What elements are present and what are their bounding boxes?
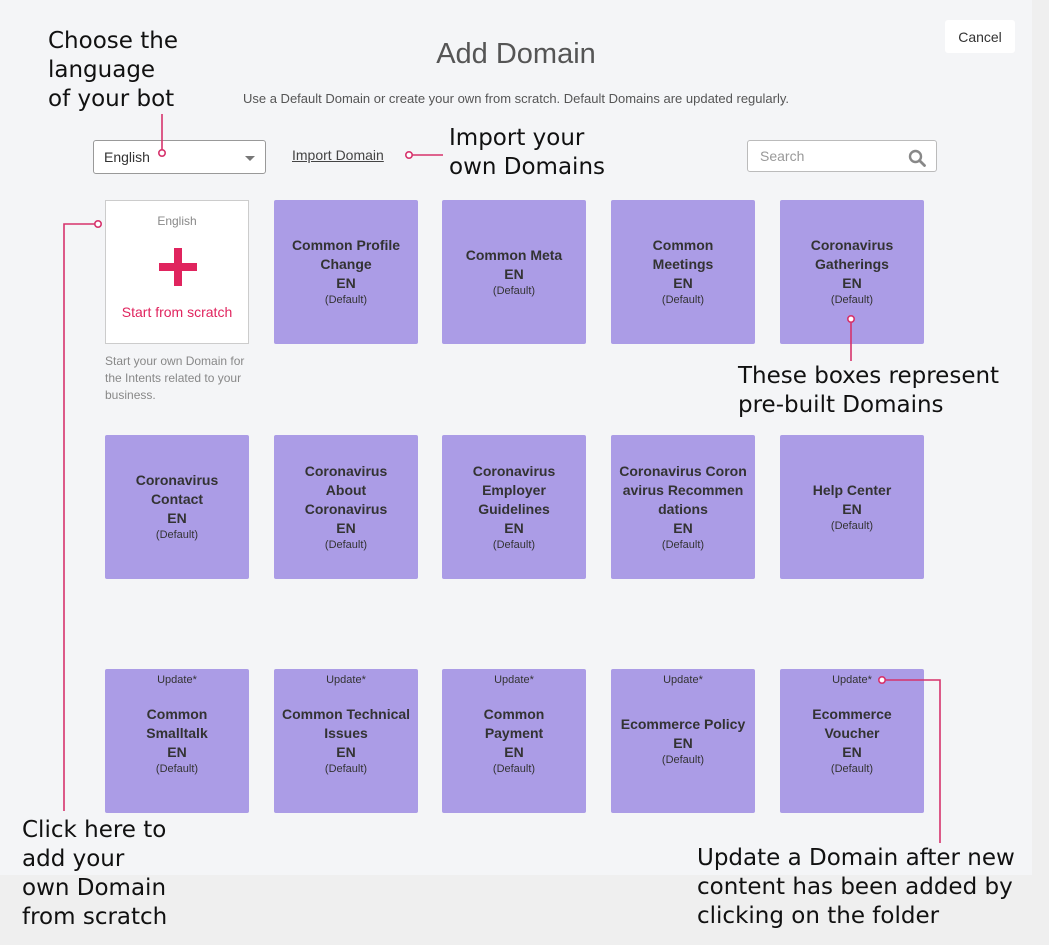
domain-default-label: (Default): [661, 538, 705, 551]
scratch-language: English: [157, 214, 197, 228]
add-domain-dialog: Cancel Add Domain Use a Default Domain o…: [93, 20, 1015, 813]
domain-default-label: (Default): [155, 529, 199, 541]
domain-default-label: (Default): [492, 763, 536, 775]
domain-tile[interactable]: Update* Ecommerce Voucher EN (Default): [780, 669, 924, 813]
annotation-boxes: These boxes represent pre-built Domains: [738, 363, 1000, 418]
domain-tile[interactable]: Coronavirus Contact EN (Default): [105, 435, 249, 579]
domain-tile[interactable]: Update* Common Technical Issues EN (Defa…: [274, 669, 418, 813]
domain-name: Common Payment: [483, 706, 545, 741]
domain-default-label: (Default): [324, 763, 368, 775]
domain-tile[interactable]: Coronavirus Coronavirus Recommendations …: [611, 435, 755, 579]
domain-language: EN: [167, 510, 187, 526]
domain-name: Coronavirus Gatherings: [810, 237, 894, 272]
domain-language: EN: [336, 519, 356, 536]
domain-name: Coronavirus Coronavirus Recommendations: [619, 462, 747, 517]
domain-language: EN: [504, 265, 524, 282]
scratch-description: Start your own Domain for the Intents re…: [105, 354, 245, 402]
domain-name: Common Smalltalk: [146, 706, 208, 741]
domain-name: Ecommerce Voucher: [812, 706, 892, 741]
domain-tile[interactable]: Coronavirus Gatherings EN (Default): [780, 200, 924, 344]
domain-tile[interactable]: Coronavirus About Coronavirus EN (Defaul…: [274, 435, 418, 579]
annotation-import: Import your own Domains: [449, 125, 606, 180]
page-subtitle: Use a Default Domain or create your own …: [242, 91, 789, 106]
domain-default-label: (Default): [492, 538, 536, 551]
domain-default-label: (Default): [830, 763, 874, 775]
domain-language: EN: [336, 275, 356, 291]
domain-tile[interactable]: Common Meetings EN (Default): [611, 200, 755, 344]
search-icon[interactable]: [908, 149, 926, 167]
chevron-down-icon: [245, 156, 255, 161]
domain-tile[interactable]: Common Profile Change EN (Default): [274, 200, 418, 344]
domain-name: Coronavirus Contact: [135, 472, 219, 507]
domain-language: EN: [167, 744, 187, 760]
domain-tile[interactable]: Update* Ecommerce Policy EN (Default): [611, 669, 755, 813]
domain-name: Coronavirus About Coronavirus: [304, 462, 388, 517]
language-select-value: English: [104, 149, 150, 165]
domain-name: Coronavirus Employer Guidelines: [472, 462, 556, 517]
annotation-language: Choose the language of your bot: [48, 28, 178, 112]
update-badge[interactable]: Update*: [494, 674, 534, 686]
domain-tile[interactable]: Help Center EN (Default): [780, 435, 924, 579]
domain-tile[interactable]: Coronavirus Employer Guidelines EN (Defa…: [442, 435, 586, 579]
search-box: [747, 140, 937, 172]
domain-name: Common Meetings: [652, 237, 714, 272]
annotation-update: Update a Domain after new content has be…: [697, 845, 1015, 929]
plus-icon: [159, 248, 197, 286]
domain-language: EN: [504, 519, 524, 536]
page-title: Add Domain: [436, 38, 596, 70]
domain-default-label: (Default): [661, 753, 705, 766]
domain-name: Common Technical Issues: [281, 706, 411, 741]
domain-language: EN: [673, 275, 693, 291]
domain-language: EN: [842, 744, 862, 760]
domain-tile[interactable]: Update* Common Payment EN (Default): [442, 669, 586, 813]
domain-tile[interactable]: Common Meta EN (Default): [442, 200, 586, 344]
domain-name: Help Center: [812, 481, 892, 498]
language-select[interactable]: English: [93, 140, 266, 174]
import-domain-link[interactable]: Import Domain: [292, 147, 384, 163]
domain-language: EN: [673, 519, 693, 536]
domain-default-label: (Default): [155, 763, 199, 775]
domain-default-label: (Default): [830, 519, 874, 532]
update-badge[interactable]: Update*: [663, 674, 703, 686]
domain-language: EN: [336, 744, 356, 760]
scratch-label: Start from scratch: [121, 304, 233, 320]
domain-name: Common Meta: [465, 246, 563, 263]
domain-tile[interactable]: Update* Common Smalltalk EN (Default): [105, 669, 249, 813]
domain-default-label: (Default): [492, 284, 536, 297]
annotation-scratch: Click here to add your own Domain from s…: [22, 817, 168, 930]
domain-name: Common Profile Change: [291, 237, 401, 272]
update-badge[interactable]: Update*: [832, 674, 872, 686]
domain-language: EN: [842, 275, 862, 291]
domain-language: EN: [842, 500, 862, 517]
start-from-scratch-tile[interactable]: English Start from scratch: [105, 200, 249, 344]
domain-language: EN: [504, 744, 524, 760]
domain-language: EN: [673, 734, 693, 751]
domain-default-label: (Default): [324, 538, 368, 551]
domain-default-label: (Default): [830, 294, 874, 306]
cancel-button[interactable]: Cancel: [945, 20, 1015, 53]
domain-default-label: (Default): [661, 294, 705, 306]
domain-name: Ecommerce Policy: [620, 715, 746, 732]
domain-default-label: (Default): [324, 294, 368, 306]
search-input[interactable]: [748, 147, 902, 165]
update-badge[interactable]: Update*: [157, 674, 197, 686]
update-badge[interactable]: Update*: [326, 674, 366, 686]
